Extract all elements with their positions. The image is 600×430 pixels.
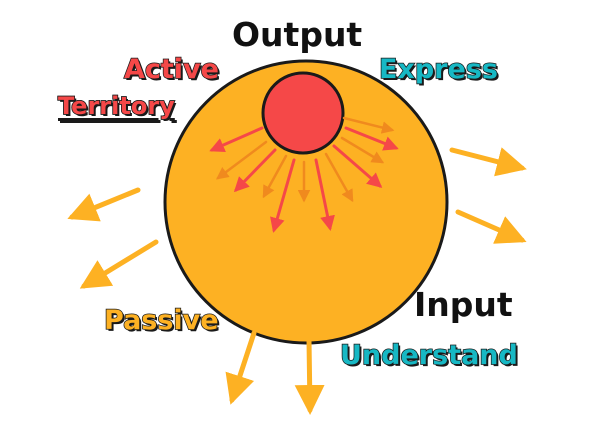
output-label: Output: [232, 15, 363, 54]
core-circle: [261, 71, 345, 155]
understand-label: Understand: [339, 340, 518, 371]
inner-arrow: [344, 126, 399, 151]
inner-arrow: [324, 152, 354, 203]
outer-arrow: [79, 239, 159, 289]
outer-arrow: [225, 330, 257, 405]
input-label: Input: [414, 285, 513, 324]
inner-arrow: [270, 158, 296, 233]
inner-arrow: [314, 158, 335, 231]
inner-arrow: [340, 136, 385, 164]
passive-label: Passive: [103, 305, 219, 336]
inner-arrows: [209, 116, 399, 233]
inner-arrow: [216, 140, 268, 180]
territory-label: Territory: [57, 92, 175, 120]
inner-arrow: [332, 144, 383, 188]
express-label: Express: [378, 54, 498, 85]
inner-arrow: [262, 154, 288, 199]
outer-arrow: [67, 187, 141, 222]
inner-arrow: [342, 116, 395, 134]
outer-arrow: [455, 209, 527, 244]
active-label: Active: [123, 54, 219, 85]
outer-arrow: [449, 147, 527, 177]
outer-arrows: [67, 147, 527, 415]
outer-arrow: [294, 337, 325, 415]
inner-arrow: [233, 148, 277, 193]
inner-arrow: [209, 126, 264, 153]
